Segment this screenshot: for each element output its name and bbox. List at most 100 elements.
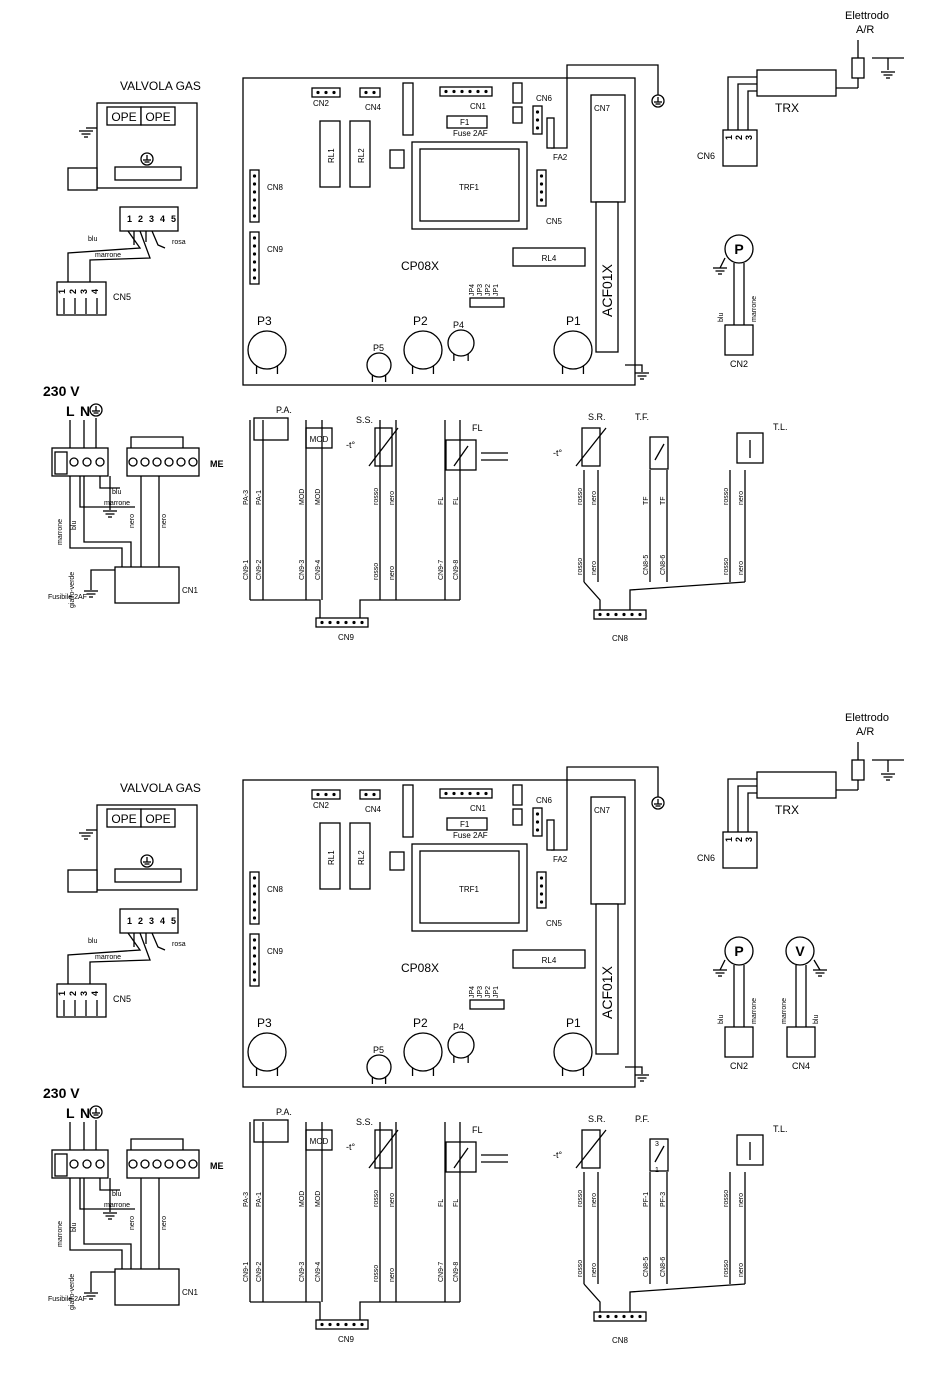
- valve-connector: [119, 206, 179, 232]
- connector-pin: [622, 1314, 626, 1319]
- connector-pin: [535, 812, 540, 816]
- ground-icon: [79, 832, 93, 840]
- fan-cn4-connector: [786, 1026, 816, 1058]
- pw-wire-marrone: [79, 1178, 135, 1210]
- connector-pin: [252, 268, 257, 272]
- trx-wire-3: [747, 792, 757, 832]
- fuse-holder: [54, 1153, 68, 1177]
- p1-label: P1: [566, 1016, 581, 1030]
- terminal-l-label: L: [66, 403, 75, 419]
- connector-pin: [360, 620, 364, 625]
- valve-pin-label: 4: [160, 916, 165, 926]
- cn8-board-label: CN8: [267, 885, 284, 894]
- ss-label: S.S.: [356, 415, 373, 425]
- fl-switch-blade: [453, 1147, 469, 1169]
- terminal-block-me: [126, 1149, 200, 1179]
- pw-wire-label-blu-v: blu: [71, 1223, 78, 1232]
- jumper-block: [469, 297, 505, 308]
- connector-pin: [614, 1314, 618, 1319]
- jumper-label: JP4: [469, 284, 476, 296]
- board-component: [389, 149, 405, 169]
- valve-pin-label: 4: [160, 214, 165, 224]
- cn8-wire-label: TF: [660, 496, 667, 505]
- gas-valve-title: VALVOLA GAS: [120, 781, 201, 795]
- cn9-wire-code-label: CN9-3: [299, 1262, 306, 1282]
- cn8-board-connector: [249, 169, 260, 223]
- connector-pin: [324, 792, 328, 797]
- cn9-bundle-wire: [359, 1301, 460, 1320]
- connector-pin: [452, 89, 456, 94]
- cn9-wire-label: PA-3: [243, 490, 250, 505]
- pw-wire-label-giallo-verde: giallo-verde: [69, 1274, 76, 1310]
- trx-pin-label: 1: [724, 837, 734, 842]
- trx-body: [756, 69, 837, 97]
- fl-flow-switch-box: [445, 1141, 477, 1173]
- screw-terminal: [95, 1159, 105, 1169]
- rl1-label: RL1: [327, 850, 336, 865]
- connector-pin: [316, 792, 320, 797]
- cn8-wire-code-label: nero: [591, 561, 598, 575]
- fuse-label: Fusibile 2AF: [48, 594, 87, 601]
- cn9-board-label: CN9: [267, 245, 284, 254]
- trx-wire-2: [737, 83, 757, 130]
- fan-cn4-label: CN4: [792, 1061, 810, 1071]
- board-strip: [402, 784, 414, 838]
- me-label: ME: [210, 1161, 224, 1171]
- connector-pin: [484, 791, 488, 796]
- sr-label: S.R.: [588, 412, 606, 422]
- pw-wire-label-nero-2: nero: [161, 1216, 168, 1230]
- connector-pin: [352, 620, 356, 625]
- fan-ground-wire: [813, 959, 821, 971]
- cn9-wire-label: nero: [389, 1193, 396, 1207]
- relay-rl1: [319, 120, 341, 188]
- screw-terminal: [188, 1159, 198, 1169]
- ground-icon: [881, 71, 895, 79]
- cn5-pin-label: 2: [68, 991, 78, 996]
- connector-pin: [535, 110, 540, 114]
- cn9-wire-label: MOD: [315, 1191, 322, 1207]
- valve-wire-marrone: [89, 230, 151, 290]
- acf01x-label: ACF01X: [599, 263, 615, 317]
- cn8-wire-code-label: CN8-6: [660, 1257, 667, 1277]
- pump-wire-label-marrone: marrone: [751, 296, 758, 322]
- cn5-board-label: CN5: [546, 919, 563, 928]
- mod-label: MOD: [310, 1137, 329, 1146]
- transformer-core: [419, 148, 520, 222]
- trx-body: [756, 771, 837, 799]
- connector-pin: [460, 791, 464, 796]
- connector-pin: [252, 978, 257, 982]
- fuse-holder: [54, 451, 68, 475]
- wire-label-rosa: rosa: [172, 941, 186, 948]
- p2-label: P2: [413, 1016, 428, 1030]
- valve-pin-label: 2: [138, 916, 143, 926]
- cn9-harness: P.A.MODS.S.-t°FLPA-3CN9-1PA-1CN9-2MODCN9…: [243, 1107, 508, 1344]
- electrode-resistor: [851, 57, 865, 79]
- cn8-wire-code-label: CN8-6: [660, 555, 667, 575]
- cn8-connector-label: CN8: [612, 634, 629, 643]
- ground-icon: [713, 267, 727, 275]
- board-ground-wire: [625, 364, 643, 372]
- cn8-wire-label: PF-1: [643, 1192, 650, 1207]
- connector-pin: [344, 620, 348, 625]
- terminal-n-label: N: [80, 1105, 90, 1121]
- trimmer-p1-body: [553, 1032, 593, 1072]
- cn6-label: CN6: [536, 796, 553, 805]
- module-cn7-area: [590, 94, 626, 203]
- screw-terminal: [82, 457, 92, 467]
- cn9-wire-code-label: CN9-8: [453, 1262, 460, 1282]
- f1-label: F1: [460, 820, 470, 829]
- pw-wire-label-marrone-v: marrone: [57, 519, 64, 545]
- trx-wire-1: [727, 778, 757, 832]
- trimmer-p5: [366, 352, 392, 382]
- cn9-board-connector-body: [249, 933, 260, 987]
- cn9-wire-label: MOD: [299, 1191, 306, 1207]
- pw-wire-blu: [99, 1178, 120, 1191]
- board-label-cp08x: CP08X: [401, 961, 439, 975]
- connector-pin: [606, 612, 610, 617]
- valve-wire-marrone: [89, 932, 151, 992]
- connector-pin: [539, 884, 544, 888]
- tf-label: T.F.: [635, 412, 649, 422]
